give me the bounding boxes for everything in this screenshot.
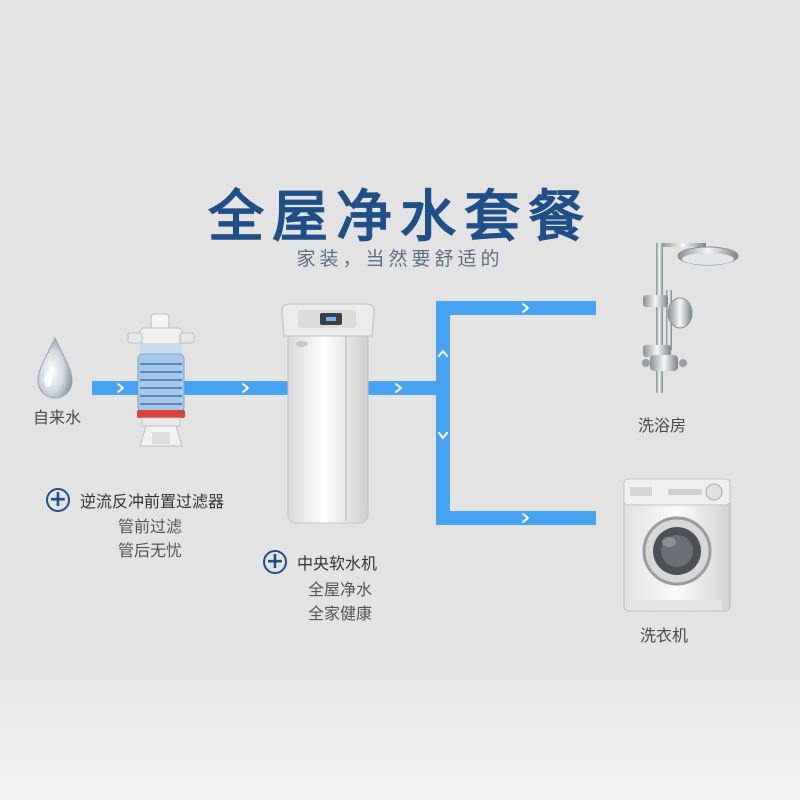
plus-circle-icon: + — [263, 550, 287, 574]
water-drop-icon — [37, 336, 73, 399]
riser-pipe — [436, 301, 450, 525]
feature-line: 管后无忧 — [118, 541, 183, 560]
washing-machine-device — [623, 478, 731, 612]
floor-reflection — [0, 640, 800, 800]
feature-line: 管前过滤 — [118, 517, 183, 536]
prefilter-device — [127, 313, 195, 447]
shower-fixture — [642, 243, 739, 393]
page-subtitle: 家装，当然要舒适的 — [296, 248, 504, 270]
feature-line: 全屋净水 — [308, 580, 373, 599]
chevron-down-icon — [438, 432, 448, 439]
chevron-right-icon — [522, 513, 529, 523]
plus-circle-icon: + — [46, 488, 70, 512]
washer-label: 洗衣机 — [640, 626, 689, 645]
feature-softener: + 中央软水机 — [263, 550, 377, 574]
water-softener-device — [281, 303, 375, 524]
feature-prefilter: + 逆流反冲前置过滤器 — [46, 488, 224, 512]
chevron-right-icon — [395, 383, 402, 393]
chevron-right-icon — [242, 383, 249, 393]
shower-label: 洗浴房 — [638, 416, 687, 435]
feature-title: 逆流反冲前置过滤器 — [80, 492, 225, 511]
feature-prefilter-desc: 管前过滤 管后无忧 — [118, 515, 182, 563]
chevron-right-icon — [117, 383, 124, 393]
chevron-up-icon — [438, 350, 448, 357]
page-title: 全屋净水套餐 — [208, 185, 592, 250]
feature-line: 全家健康 — [308, 604, 373, 623]
feature-softener-desc: 全屋净水 全家健康 — [308, 578, 372, 626]
feature-title: 中央软水机 — [297, 554, 378, 573]
source-label: 自来水 — [33, 408, 82, 427]
chevron-right-icon — [522, 303, 529, 313]
washer-branch-pipe — [436, 511, 596, 525]
shower-branch-pipe — [436, 301, 596, 315]
